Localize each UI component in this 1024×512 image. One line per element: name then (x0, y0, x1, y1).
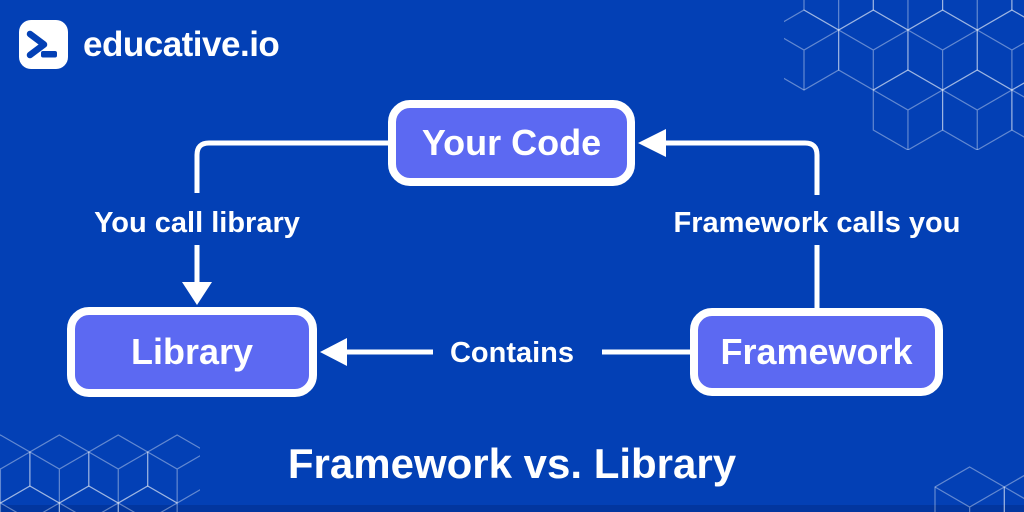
node-library-label: Library (130, 331, 254, 372)
page-title: Framework vs. Library (287, 440, 737, 487)
terminal-prompt-icon (19, 20, 68, 69)
node-library: Library (67, 307, 317, 397)
arrow-you-call-library (182, 140, 388, 305)
arrow-contains (320, 338, 690, 366)
bottom-accent-strip (0, 505, 1024, 512)
node-framework-label: Framework (720, 331, 913, 372)
node-your-code: Your Code (388, 100, 635, 186)
edge-label-framework-calls-you: Framework calls you (673, 207, 961, 239)
arrow-framework-calls-you (638, 129, 820, 308)
brand-logo: educative.io (19, 20, 280, 69)
edge-label-you-call-library: You call library (94, 207, 300, 239)
brand-name: educative.io (83, 25, 280, 64)
node-your-code-label: Your Code (421, 122, 602, 163)
edge-label-contains: Contains (449, 337, 575, 369)
node-framework: Framework (690, 308, 943, 396)
